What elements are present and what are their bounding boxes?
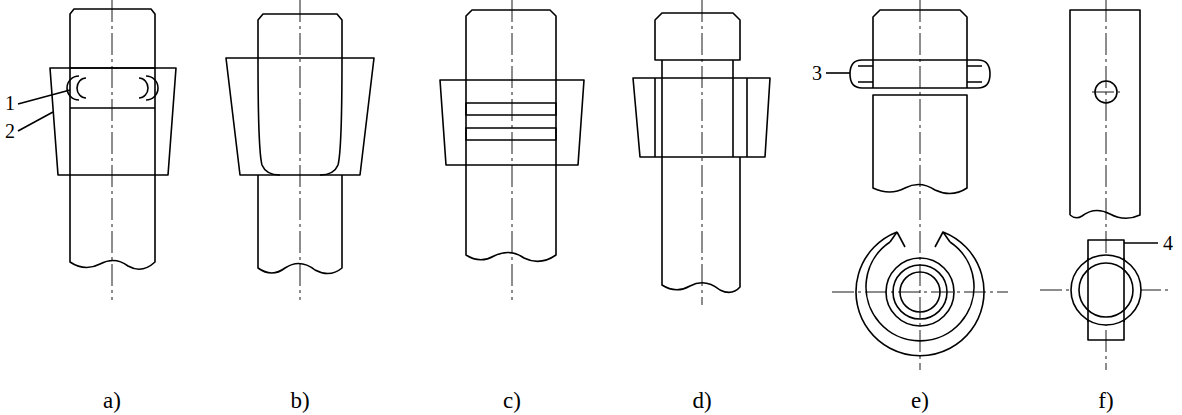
subfigure-label: d) xyxy=(692,389,711,412)
subfigure-label: e) xyxy=(911,389,929,412)
callout-number: 2 xyxy=(5,121,15,141)
callout-number: 1 xyxy=(5,93,15,113)
callout-number: 4 xyxy=(1163,233,1173,253)
subfigure-label: f) xyxy=(1098,389,1113,412)
subfigure-label: c) xyxy=(503,389,521,412)
subfigure-label: b) xyxy=(290,389,309,412)
callout-number: 3 xyxy=(812,63,822,83)
subfigure-label: a) xyxy=(103,389,121,412)
